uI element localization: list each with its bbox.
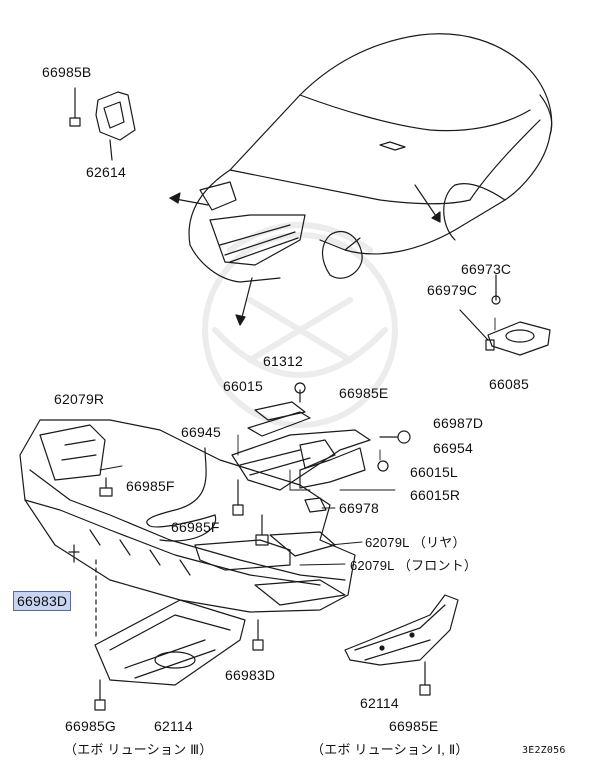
label-66979C: 66979C [427, 282, 478, 298]
label-62114-evo3: 62114 [154, 718, 193, 734]
undercover-62114-evo3 [94, 599, 246, 711]
caption-evo3: （エボ リューション Ⅲ） [64, 742, 213, 757]
label-66015L: 66015L [410, 464, 458, 480]
label-66985E-lower: 66985E [389, 718, 439, 734]
label-66985B: 66985B [42, 64, 92, 80]
label-66978: 66978 [339, 500, 379, 516]
bolt-66985F [99, 477, 269, 546]
label-62614: 62614 [86, 164, 126, 180]
label-66983D: 66983D [225, 667, 276, 683]
watermark-emblem [202, 222, 398, 428]
caption-evo12: （エボ リューション Ⅰ, Ⅱ） [311, 742, 469, 757]
callout-arrows [169, 184, 441, 326]
bracket-62614 [69, 87, 136, 161]
car-body [188, 33, 553, 283]
undercover-66015 [231, 382, 411, 513]
bracket-66085 [459, 274, 551, 356]
wire-66945 [146, 447, 217, 542]
leader-lines [99, 317, 496, 566]
front-spoiler [19, 419, 356, 613]
clip-66983D [68, 544, 264, 651]
diagram-code: 3E2Z056 [522, 745, 566, 756]
label-66985F-left: 66985F [126, 478, 175, 494]
undercover-62114-evo12 [344, 594, 459, 696]
label-66973C: 66973C [461, 261, 512, 277]
label-66015: 66015 [223, 378, 263, 394]
label-62079L-front: 62079L （フロント） [350, 558, 478, 573]
label-66954: 66954 [433, 440, 473, 456]
label-62114-evo12: 62114 [360, 695, 399, 711]
label-62079L-rear: 62079L （リヤ） [365, 535, 466, 550]
label-66015R: 66015R [410, 487, 461, 503]
label-62079R: 62079R [54, 391, 105, 407]
label-66945: 66945 [181, 424, 221, 440]
label-66985G: 66985G [65, 718, 117, 734]
label-66987D: 66987D [433, 415, 484, 431]
label-66983D-highlighted[interactable]: 66983D [13, 591, 72, 611]
label-66985F-center: 66985F [171, 519, 220, 535]
label-66985E-upper: 66985E [339, 385, 389, 401]
label-61312: 61312 [263, 353, 303, 369]
label-66085: 66085 [489, 376, 529, 392]
